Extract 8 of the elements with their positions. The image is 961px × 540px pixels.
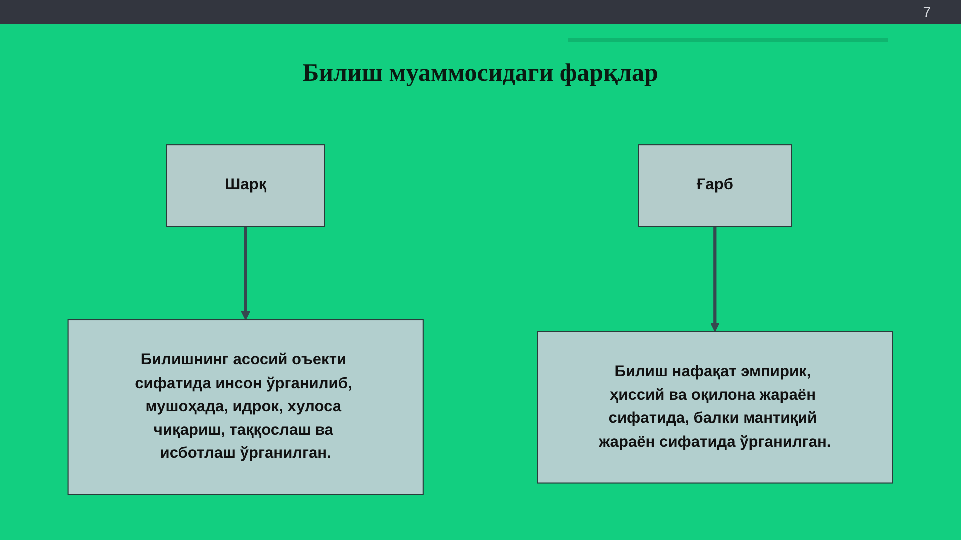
node-box: Билишнинг асосий оъекти сифатида инсон ўрганилиб, мушоҳада, идрок, хулоса чиқариш, таққослаш ва исботлаш ўрганилган. <box>68 319 424 496</box>
node-box: Ғарб <box>638 144 792 228</box>
node-box: Билиш нафақат эмпирик, ҳиссий ва оқилона жараён сифатида, балки мантиқий жараён сифатида ўрганилган. <box>537 331 894 484</box>
node-box: Шарқ <box>166 144 326 228</box>
arrow <box>710 226 720 332</box>
page-number: 7 <box>923 4 931 20</box>
slide-title: Билиш муаммосидаги фарқлар <box>302 60 658 87</box>
arrow <box>241 226 250 320</box>
